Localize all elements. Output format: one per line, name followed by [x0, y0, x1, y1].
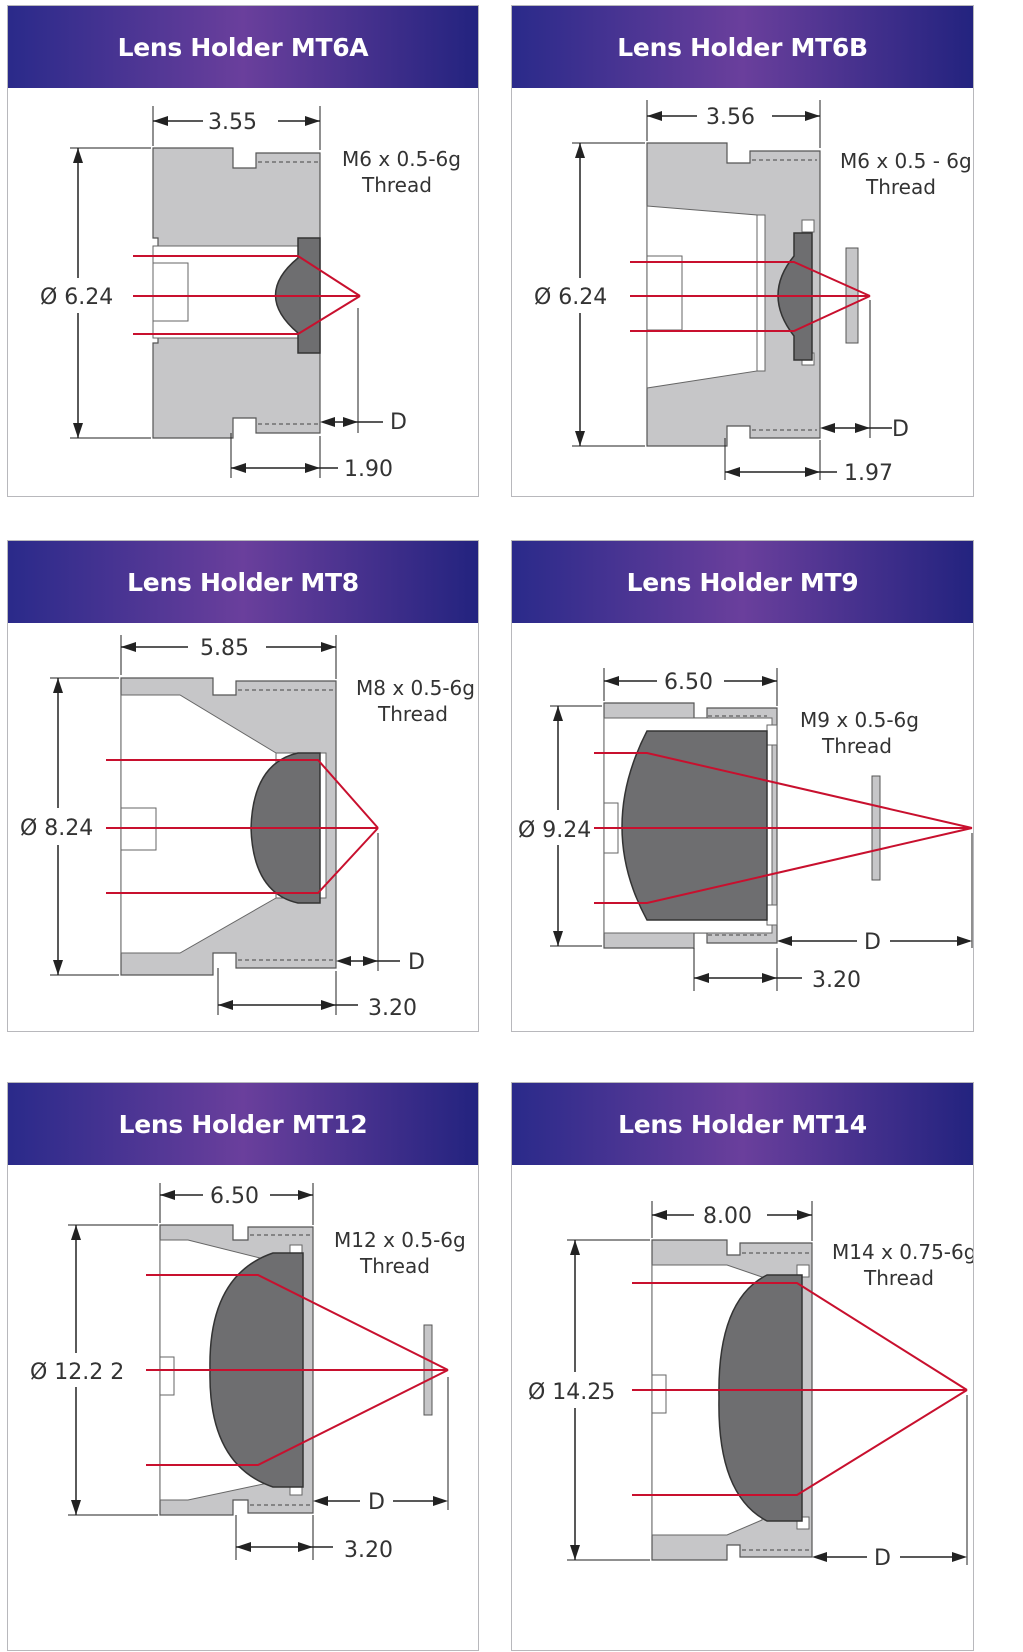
card-header: Lens Holder MT12 [8, 1083, 478, 1165]
thread-spec: M6 x 0.5-6g [342, 147, 461, 171]
diameter-value: Ø 9.24 [518, 818, 591, 843]
lens-holder-drawing-mt6a: 3.55 Ø 6.24 M6 x 0.5-6g Thread D 1.90 [40, 106, 461, 482]
d-label: D [390, 410, 407, 435]
length-value: 6.50 [664, 670, 713, 695]
thread-spec: M14 x 0.75-6g [832, 1240, 973, 1264]
lens-holder-drawing-mt6b: 3.56 Ø 6.24 M6 x 0.5 - 6g Thread D 1.97 [534, 100, 972, 486]
light-ray [106, 759, 379, 829]
card-mt14: Lens Holder MT14 8.00 Ø 14.25 M14 x 0.75… [511, 1082, 974, 1651]
card-mt12: Lens Holder MT12 6.50 Ø 12.2 2 M12 x 0.5… [7, 1082, 479, 1651]
back-offset-value: 3.20 [812, 968, 861, 993]
card-title: Lens Holder MT14 [618, 1109, 867, 1139]
light-ray [594, 827, 973, 904]
thread-word: Thread [821, 734, 892, 758]
card-title: Lens Holder MT9 [626, 567, 859, 597]
back-offset-value: 3.20 [368, 996, 417, 1021]
lens-holder-drawing-mt14: 8.00 Ø 14.25 M14 x 0.75-6g Thread D [528, 1201, 973, 1571]
diameter-value: Ø 6.24 [40, 285, 113, 310]
card-title: Lens Holder MT12 [118, 1109, 368, 1139]
card-mt6b: Lens Holder MT6B 3.56 Ø 6.24 M6 x 0.5 - … [511, 5, 974, 497]
card-header: Lens Holder MT6A [8, 6, 478, 88]
card-title: Lens Holder MT8 [127, 567, 359, 597]
light-ray [146, 1274, 449, 1371]
card-title: Lens Holder MT6A [117, 32, 369, 62]
d-label: D [408, 950, 425, 975]
card-title: Lens Holder MT6B [617, 32, 868, 62]
thread-spec: M12 x 0.5-6g [334, 1228, 466, 1252]
thread-word: Thread [377, 702, 448, 726]
thread-word: Thread [361, 173, 432, 197]
lens-holder-drawing-mt12: 6.50 Ø 12.2 2 M12 x 0.5-6g Thread D 3.20 [30, 1183, 466, 1563]
length-value: 5.85 [200, 636, 249, 661]
card-mt6a: Lens Holder MT6A 3.55 Ø 6.24 M6 x 0.5-6g [7, 5, 479, 497]
length-value: 8.00 [703, 1204, 752, 1229]
length-value: 3.55 [208, 110, 257, 135]
lens [718, 1274, 803, 1522]
d-label: D [874, 1546, 891, 1571]
card-mt8: Lens Holder MT8 5.85 Ø 8.24 M8 x 0.5-6g … [7, 540, 479, 1032]
card-header: Lens Holder MT8 [8, 541, 478, 623]
card-header: Lens Holder MT14 [512, 1083, 973, 1165]
light-ray [630, 295, 871, 332]
thread-word: Thread [865, 175, 936, 199]
diameter-value: Ø 8.24 [20, 816, 93, 841]
length-value: 6.50 [210, 1184, 259, 1209]
light-ray [632, 1282, 968, 1391]
d-label: D [892, 417, 909, 442]
lens [621, 730, 768, 921]
d-label: D [368, 1490, 385, 1515]
light-ray [594, 752, 973, 829]
lens-holder-drawing-mt9: 6.50 Ø 9.24 M9 x 0.5-6g Thread D 3.20 [518, 668, 973, 993]
lens-holder-drawing-mt8: 5.85 Ø 8.24 M8 x 0.5-6g Thread D 3.20 [20, 635, 475, 1021]
light-ray [133, 295, 361, 335]
diameter-value: Ø 6.24 [534, 285, 607, 310]
thread-spec: M9 x 0.5-6g [800, 708, 919, 732]
light-ray [630, 261, 871, 297]
back-offset-value: 1.97 [844, 461, 893, 486]
thread-spec: M6 x 0.5 - 6g [840, 149, 972, 173]
light-ray [106, 827, 379, 894]
diameter-value: Ø 12.2 2 [30, 1360, 124, 1385]
d-label: D [864, 930, 881, 955]
light-ray [146, 1369, 449, 1466]
length-value: 3.56 [706, 105, 755, 130]
card-mt9: Lens Holder MT9 6.50 Ø 9.24 M9 x 0.5-6g … [511, 540, 974, 1032]
thread-spec: M8 x 0.5-6g [356, 676, 475, 700]
light-ray [133, 255, 361, 297]
back-offset-value: 1.90 [344, 457, 393, 482]
card-header: Lens Holder MT9 [512, 541, 973, 623]
thread-word: Thread [359, 1254, 430, 1278]
thread-word: Thread [863, 1266, 934, 1290]
diameter-value: Ø 14.25 [528, 1380, 615, 1405]
back-offset-value: 3.20 [344, 1538, 393, 1563]
light-ray [632, 1389, 968, 1496]
card-header: Lens Holder MT6B [512, 6, 973, 88]
